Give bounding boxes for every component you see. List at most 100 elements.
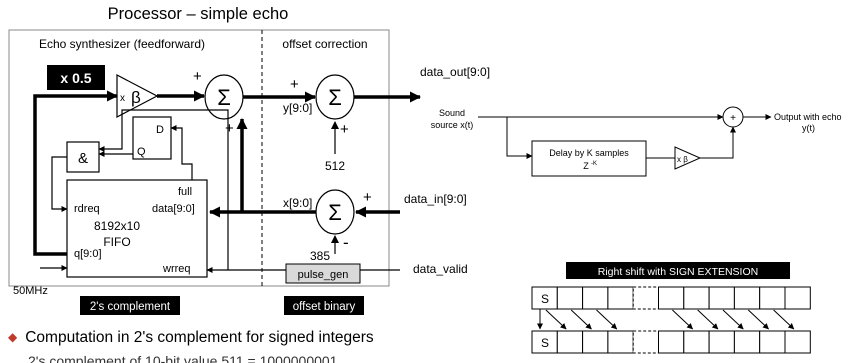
shift-arrow [596,309,618,330]
echo-delay-label: Delay by K samples [549,148,629,158]
shift-arrow [672,309,694,330]
shift-cell [784,286,811,310]
shift-register-diagram: SS [531,286,811,354]
shift-sign-cell-label: S [541,336,549,350]
echo-sum-plus: + [730,113,736,124]
shift-cell [683,286,710,310]
signal-x: x[9:0] [283,196,312,210]
fifo-name-label: FIFO [103,235,130,249]
shift-cell [708,286,735,310]
shift-cell [759,330,786,354]
fifo-data-label: data[9:0] [152,203,195,215]
sum-symbol-echo: Σ [217,85,231,110]
fifo-wrreq-label: wrreq [162,263,191,275]
twos-complement-label: 2's complement [90,301,171,313]
sum-symbol-input: Σ [328,200,342,225]
twos-complement-label-box [80,296,180,315]
shift-cell [733,286,761,310]
signal-data-in: data_in[9:0] [404,192,467,206]
shift-cell-gap [632,330,660,354]
shift-arrow [773,309,795,330]
echo-output-label-2: y(t) [802,123,815,133]
dff-q-label: Q [137,146,146,158]
shift-cell [708,330,735,354]
shift-title: Right shift with SIGN EXTENSION [598,266,758,278]
shift-cell [582,330,609,354]
echo-beta-block [674,146,702,170]
and-gate-symbol: & [78,150,88,167]
dff-d-label: D [156,124,164,136]
gain-label-box [47,65,105,90]
offset-correction-heading: offset correction [282,37,367,51]
echo-delay-exponent: -K [591,161,597,167]
shift-title-box [566,262,790,279]
pulse-gen-label: pulse_gen [298,269,349,281]
diagram-title: Processor – simple echo [108,5,289,23]
shift-arrow [747,309,769,330]
beta-prefix: x [120,93,125,104]
gain-label: x 0.5 [60,70,91,86]
shift-cell [683,330,710,354]
shift-cell [607,330,634,354]
bullet-item: ◆ Computation in 2's complement for signe… [8,329,374,347]
fifo-block [66,179,208,278]
bullet-subline-text: 2's complement of 10-bit value 511 = 100… [28,353,338,363]
shift-arrow [697,309,719,330]
signal-data-out: data_out[9:0] [420,65,490,79]
shift-cell [556,286,584,310]
fifo-full-label: full [178,186,192,198]
const-512: 512 [325,159,345,173]
fifo-q-label: q[9:0] [74,248,102,260]
shift-sign-cell-label: S [541,292,549,306]
signal-data-valid: data_valid [413,262,468,276]
sign-plus-offset-left: + [290,76,299,93]
wire-full-to-dff [170,125,193,180]
bullet-subline: 2's complement of 10-bit value 511 = 100… [28,352,358,363]
shift-cell-gap [632,286,660,310]
shift-cell [658,286,685,310]
wire-q-feedback [33,90,118,256]
beta-symbol: β [131,88,141,107]
and-gate [66,141,100,173]
echo-wire-feedback [700,126,736,159]
fifo-size-label: 8192x10 [94,219,140,233]
offset-binary-label: offset binary [293,301,356,313]
wire-and-to-rdreq [51,156,68,212]
sum-symbol-offset: Σ [328,85,342,110]
echo-delay-z: Z [583,161,589,171]
processor-frame [8,29,390,287]
signal-y: y[9:0] [283,101,312,115]
shift-cell [582,286,609,310]
wire-valid-to-and [98,109,229,270]
echo-delay-block [531,140,647,177]
echo-beta-label: x β [677,155,688,164]
shift-arrow [545,309,567,330]
shift-cell [607,286,634,310]
shift-arrow [570,309,592,330]
shift-arrow [722,309,744,330]
echo-output-label-1: Output with echo [774,112,842,122]
shift-cell [556,330,584,354]
sign-minus-input-bottom: - [343,233,349,252]
sign-plus-offset-bottom: + [340,121,349,138]
sign-plus-input-right: + [363,189,372,206]
shift-cell [784,330,811,354]
signal-clock: 50MHz [13,285,48,297]
d-flip-flop [132,116,172,160]
echo-synth-heading: Echo synthesizer (feedforward) [39,37,205,51]
shift-cell [759,286,786,310]
sign-plus-echo-bottom: + [225,120,234,137]
shift-cell [658,330,685,354]
shift-cell [733,330,761,354]
sign-plus-echo-left: + [193,68,202,85]
sound-source-label-2: source x(t) [431,120,474,130]
pulse-gen-block [285,263,361,284]
diamond-bullet-icon: ◆ [8,330,18,344]
fifo-rdreq-label: rdreq [74,203,100,215]
echo-wire-branch [506,117,533,159]
bullet-text: Computation in 2's complement for signed… [25,329,374,346]
const-385: 385 [310,249,330,263]
offset-binary-label-box [284,296,364,315]
sound-source-label-1: Sound [439,108,465,118]
